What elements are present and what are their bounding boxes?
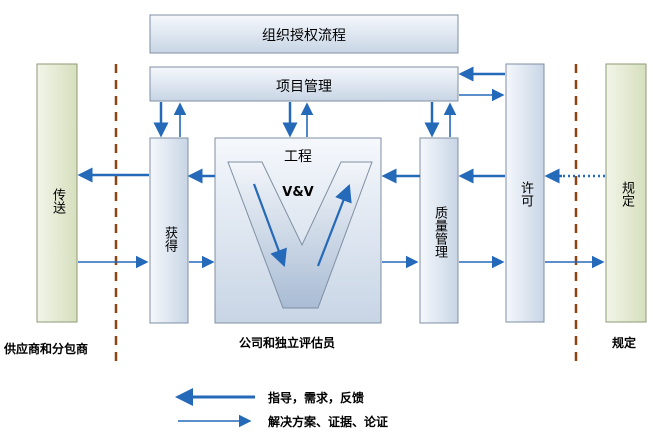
quality-mgmt-box [419,137,459,324]
top-title-label: 组织授权流程 [262,28,346,44]
legend-thick-label: 指导，需求，反馈 [268,391,365,405]
license-box [505,63,545,323]
license-label: 许可 [518,181,533,207]
quality-mgmt-label: 质量管理 [432,206,447,258]
top-title-box [149,14,459,54]
regulation-region-label: 规定 [612,336,637,350]
legend-thin-label: 解决方案、证据、论证 [268,415,389,429]
transfer-label: 传送 [50,188,65,214]
company-region-label: 公司和独立评估员 [239,336,336,350]
regulation-box-label: 规定 [619,181,634,207]
project-mgmt-label: 项目管理 [276,79,332,95]
v-down-arrow [252,183,287,268]
v-up-arrow [316,183,352,267]
acquire-label: 获得 [162,226,177,252]
transfer-box [36,63,78,323]
acquire-box [149,137,189,324]
vv-label: V&V [282,185,314,200]
regulation-box [605,63,647,323]
suppliers-region-label: 供应商和分包商 [4,342,89,356]
project-mgmt-box [149,66,459,102]
engineering-label: 工程 [284,149,312,165]
